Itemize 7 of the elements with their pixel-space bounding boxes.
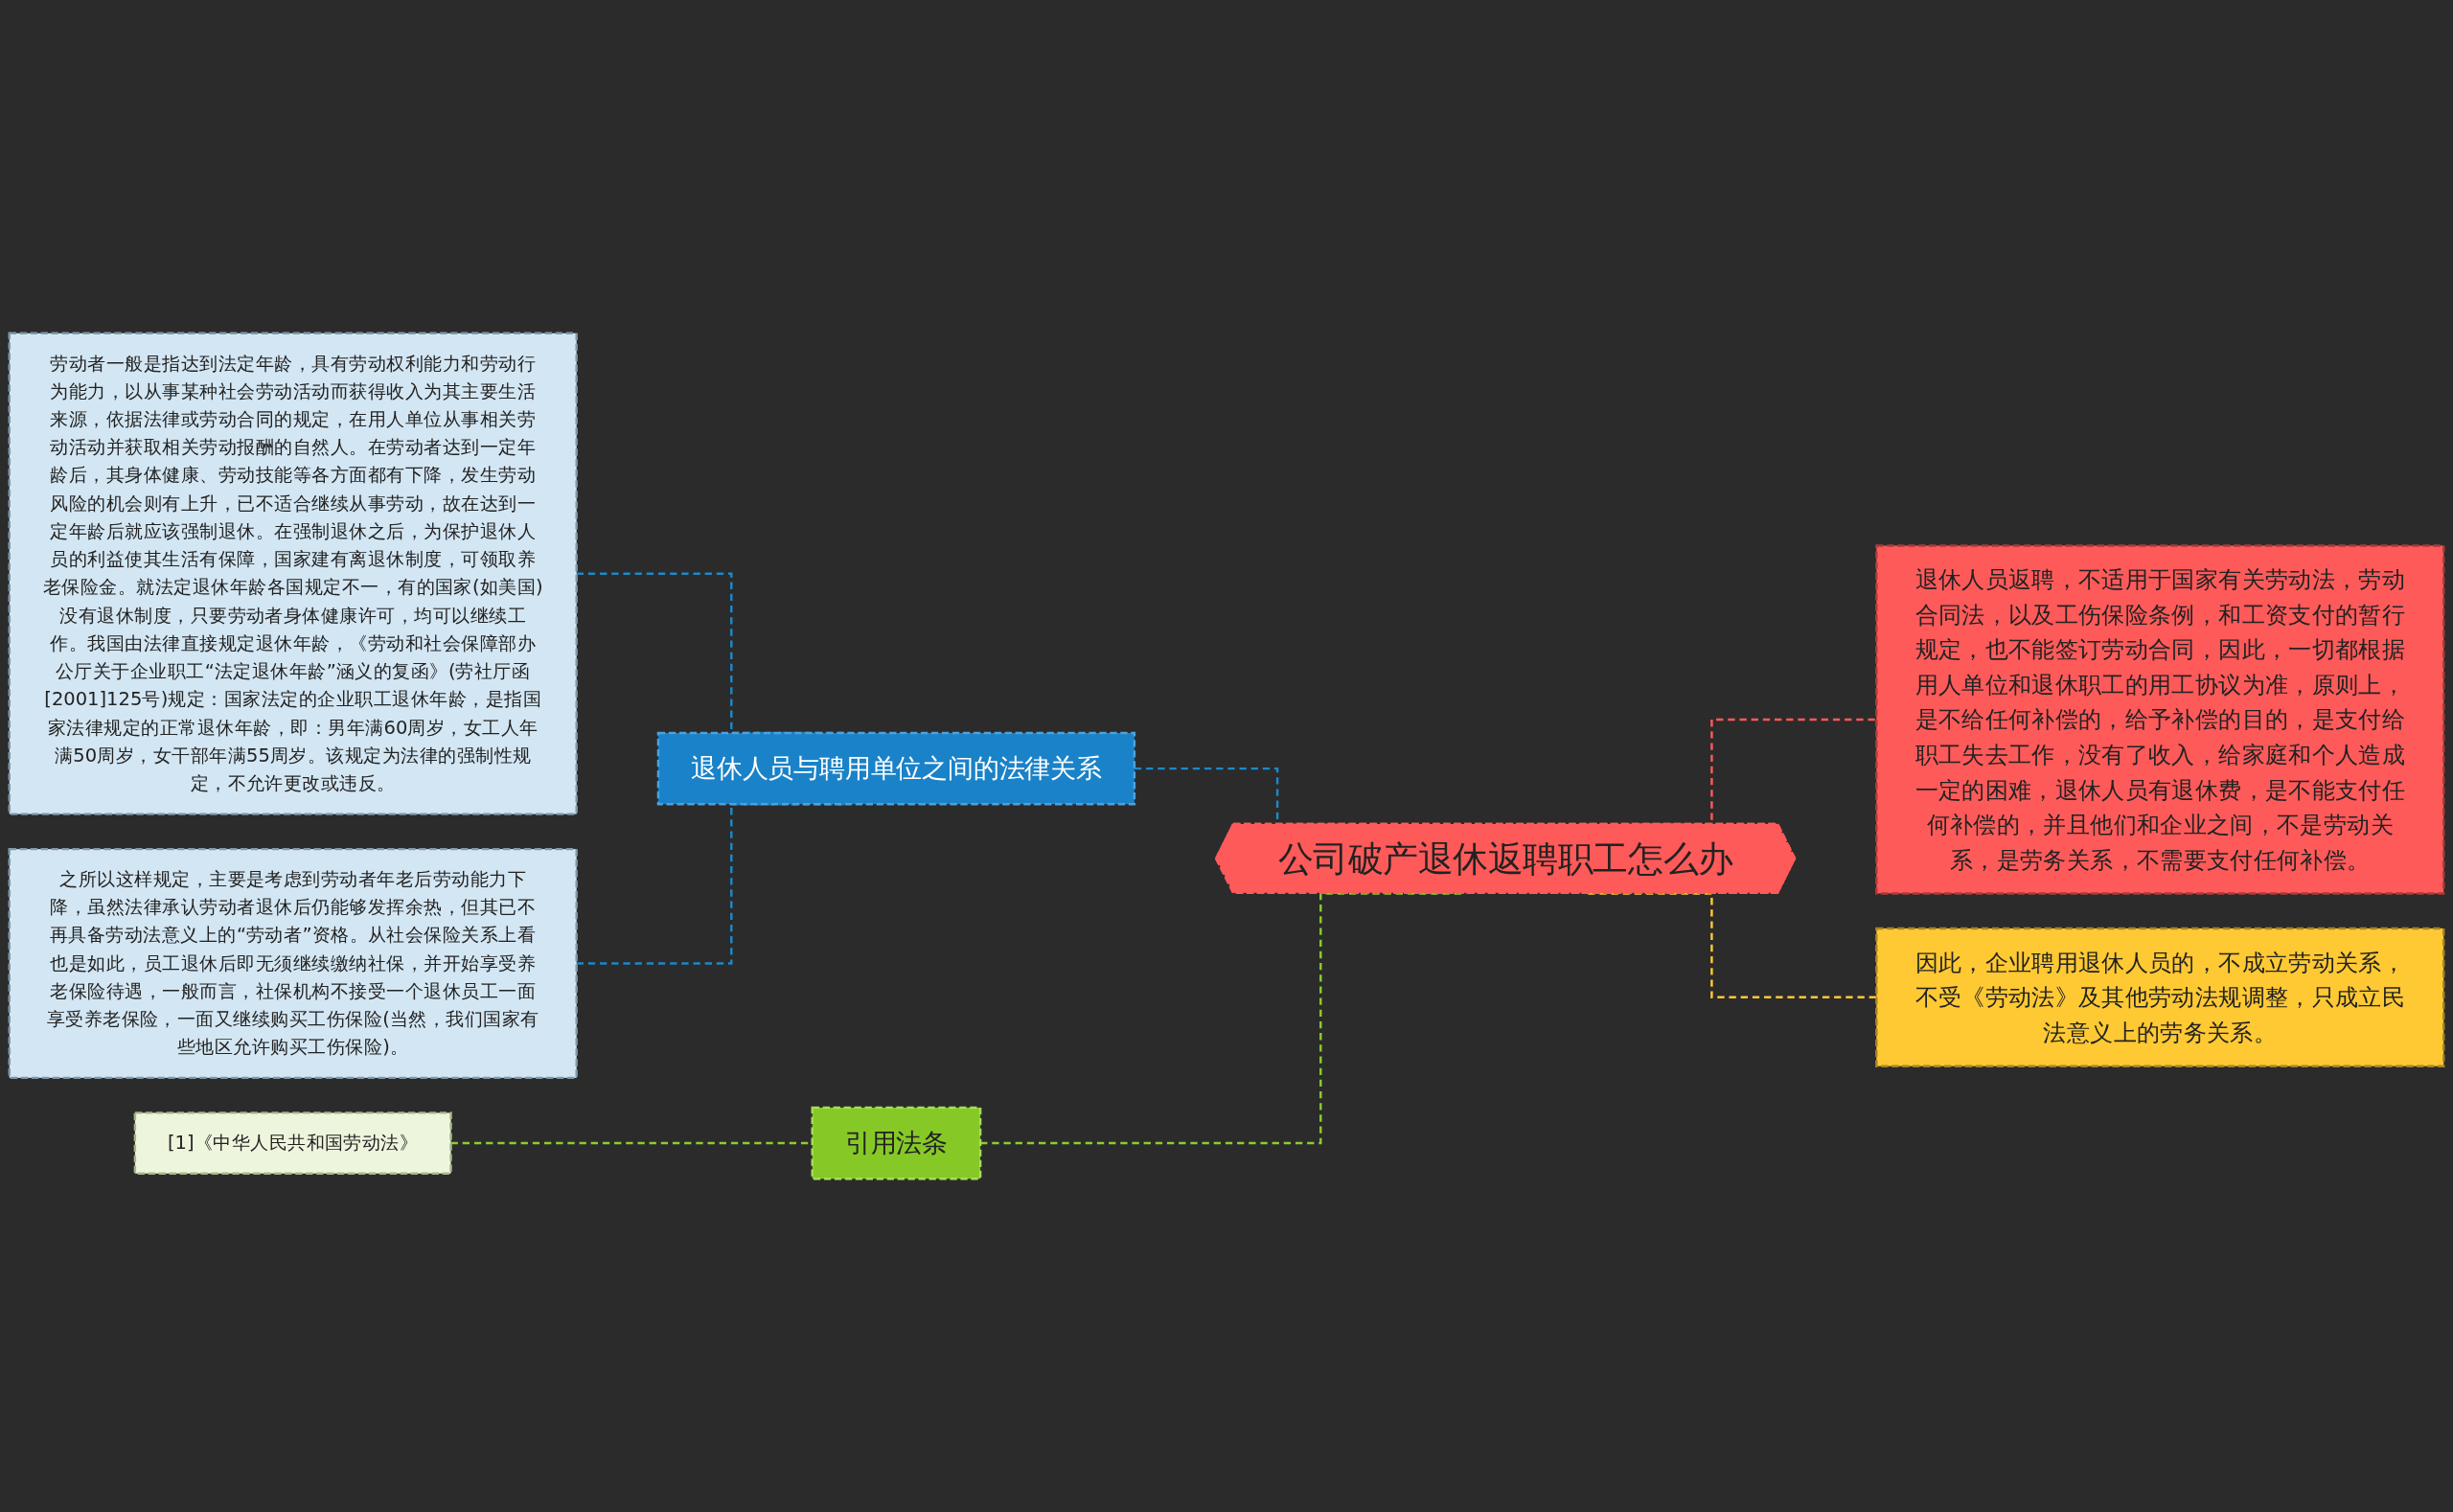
node-box: 因此，企业聘用退休人员的，不成立劳动关系，不受《劳动法》及其他劳动法规调整，只成立民法意义上的劳务关系。 xyxy=(1875,927,2445,1067)
node-box: 引用法条 xyxy=(811,1106,982,1180)
node-box: 之所以这样规定，主要是考虑到劳动者年老后劳动能力下降，虽然法律承认劳动者退休后仍能够发挥余热，但其已不再具备劳动法意义上的“劳动者”资格。从社会保险关系上看也是如此，员工退休后即无须继续缴纳社保，并开始享受养老保险待遇，一般而言，社保机构不接受一个退休员工一面享受养老保险，一面又继续购买工伤保险(当然，我们国家有些地区允许购买工伤保险)。 xyxy=(8,847,578,1080)
node-box: 退休人员与聘用单位之间的法律关系 xyxy=(656,731,1136,806)
node-box: 退休人员返聘，不适用于国家有关劳动法，劳动合同法，以及工伤保险条例，和工资支付的暂行规定，也不能签订劳动合同，因此，一切都根据用人单位和退休职工的用工协议为准，原则上，是不给任何补偿的，给予补偿的目的，是支付给职工失去工作，没有了收入，给家庭和个人造成一定的困难，退休人员有退休费，是不能支付任何补偿的，并且他们和企业之间，不是劳动关系，是劳务关系，不需要支付任何补偿。 xyxy=(1875,544,2445,895)
node-box: 劳动者一般是指达到法定年龄，具有劳动权利能力和劳动行为能力，以从事某种社会劳动活动而获得收入为其主要生活来源，依据法律或劳动合同的规定，在用人单位从事相关劳动活动并获取相关劳动报酬的自然人。在劳动者达到一定年龄后，其身体健康、劳动技能等各方面都有下降，发生劳动风险的机会则有上升，已不适合继续从事劳动，故在达到一定年龄后就应该强制退休。在强制退休之后，为保护退休人员的利益使其生活有保障，国家建有离退休制度，可领取养老保险金。就法定退休年龄各国规定不一，有的国家(如美国)没有退休制度，只要劳动者身体健康许可，均可以继续工作。我国由法律直接规定退休年龄，《劳动和社会保障部办公厅关于企业职工“法定退休年龄”涵义的复函》(劳社厅函[2001]125号)规定：国家法定的企业职工退休年龄，是指国家法律规定的正常退休年龄，即：男年满60周岁，女工人年满50周岁，女干部年满55周岁。该规定为法律的强制性规定，不允许更改或违反。 xyxy=(8,332,578,815)
node-box: [1]《中华人民共和国劳动法》 xyxy=(133,1111,452,1175)
